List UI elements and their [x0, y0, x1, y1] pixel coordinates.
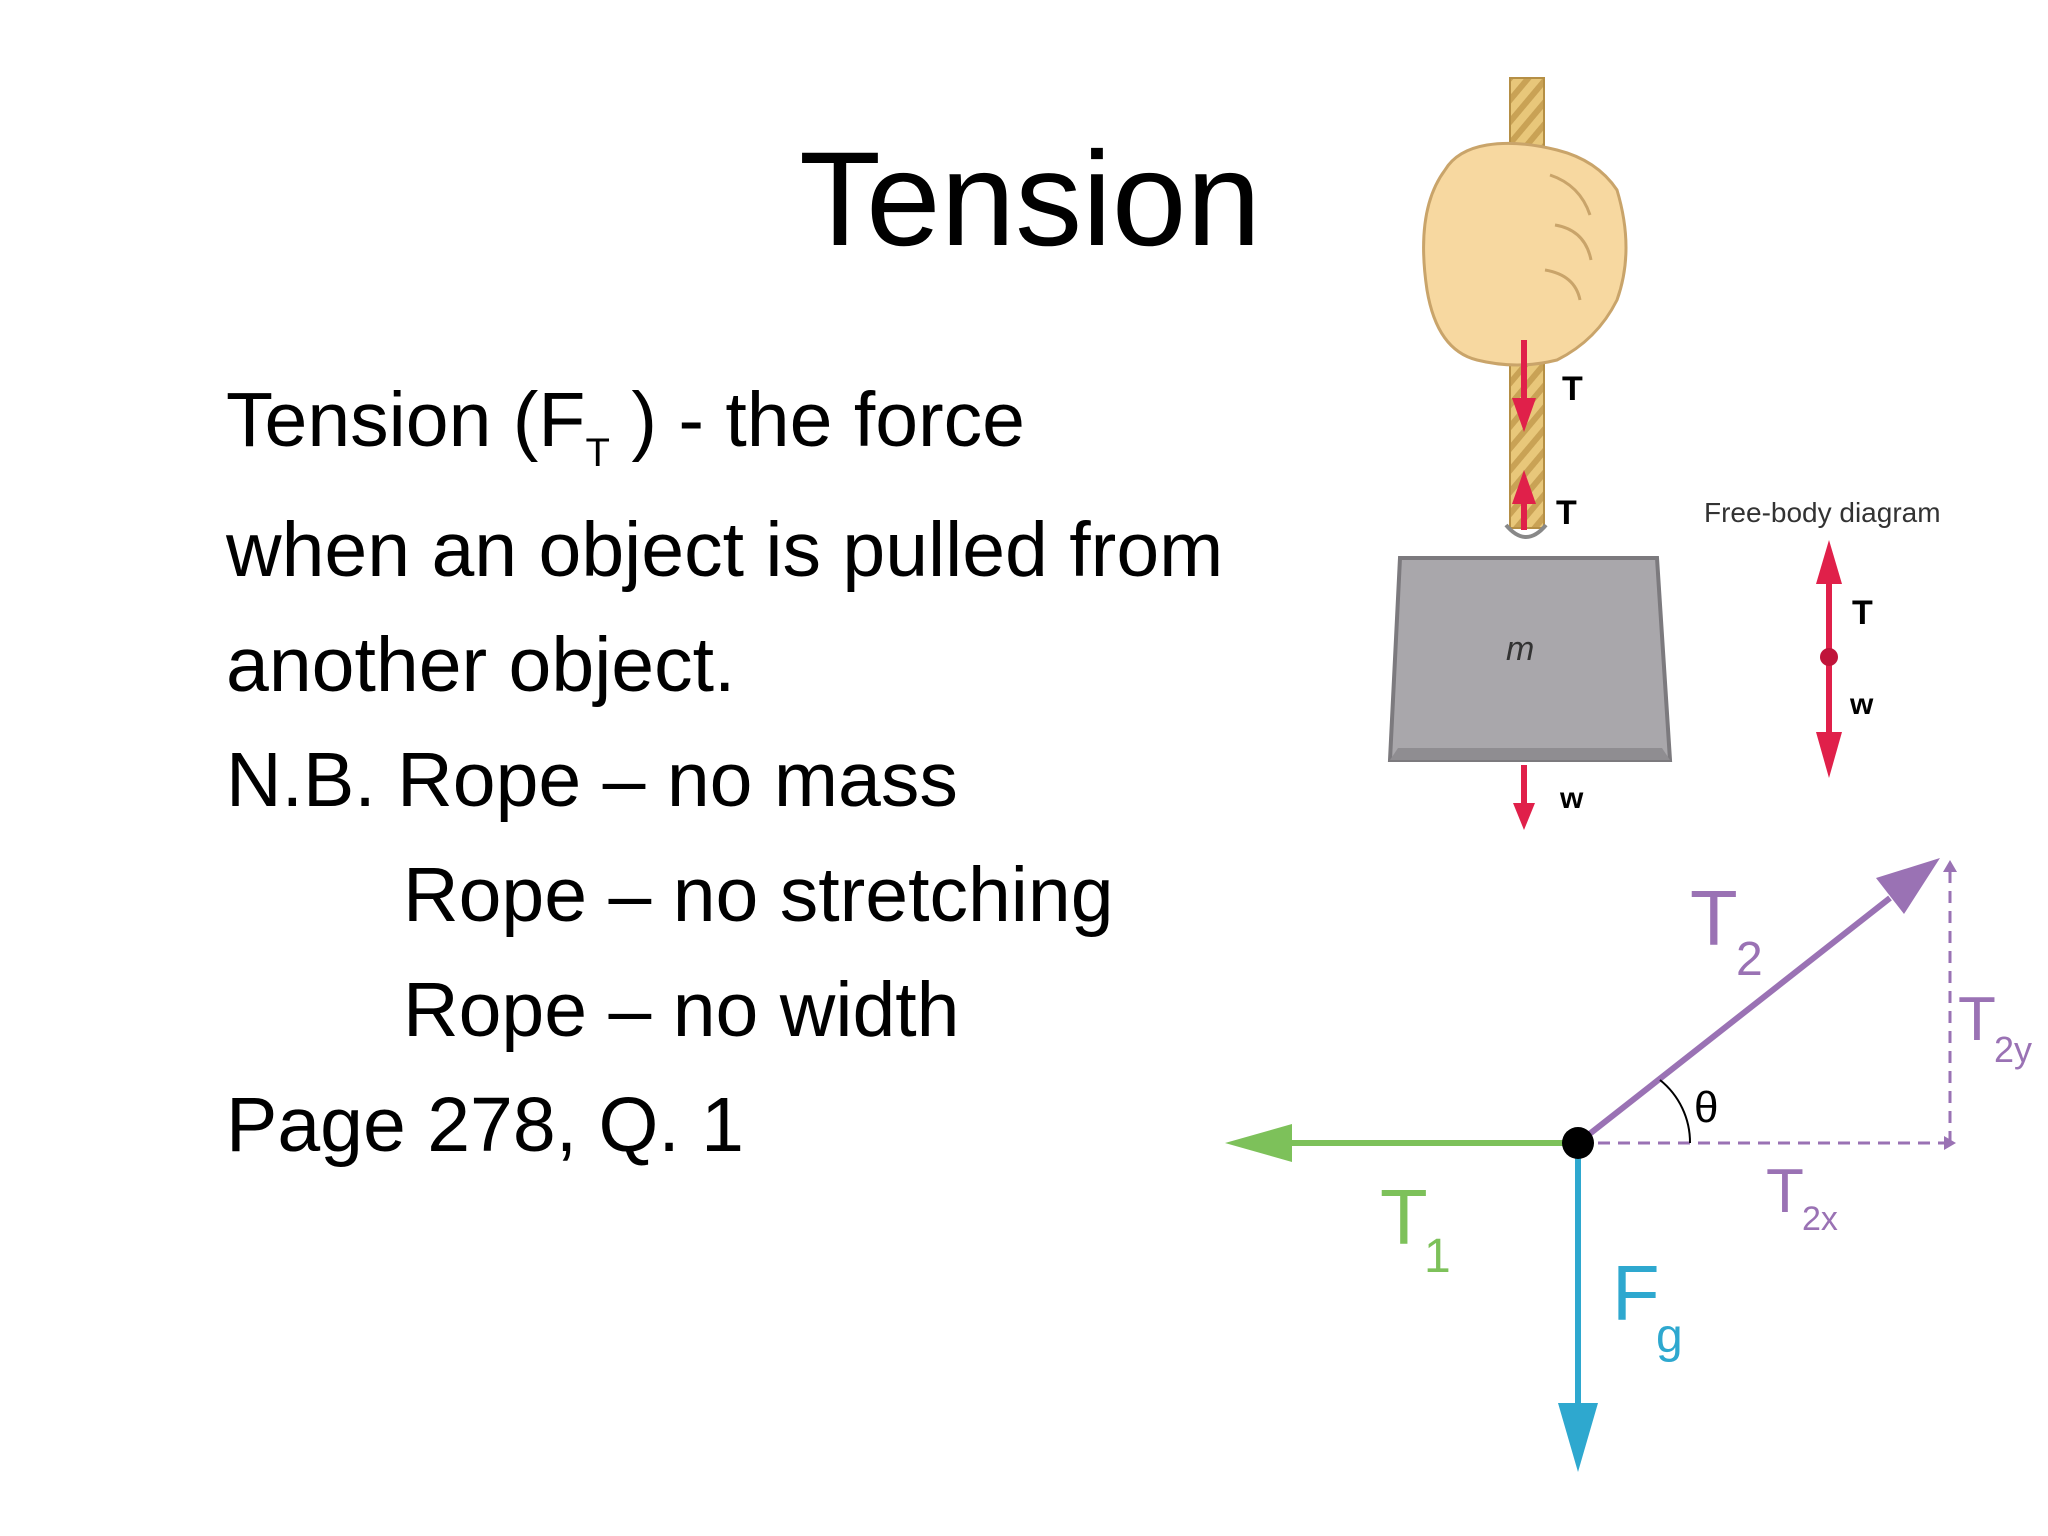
note-no-width: Rope – no width [403, 967, 960, 1053]
definition-subscript: T [585, 431, 610, 475]
fg-arrowhead [1558, 1403, 1598, 1472]
definition-line: Tension (FT ) - the force [226, 375, 1025, 498]
svg-text:T: T [1380, 1173, 1428, 1261]
svg-text:T: T [1958, 985, 1996, 1054]
fbd-tension-label: T [1852, 594, 1873, 632]
t2-vector [1576, 895, 1892, 1146]
fbd-weight-arrowhead [1816, 732, 1842, 778]
t2-arrowhead [1876, 858, 1940, 914]
definition-prefix: Tension (F [226, 377, 586, 463]
free-body-diagram: Free-body diagram T w [1704, 497, 1941, 778]
svg-text:2y: 2y [1994, 1029, 2032, 1070]
svg-text:T: T [1766, 1157, 1804, 1226]
svg-text:F: F [1612, 1249, 1660, 1337]
t2y-label: T 2y [1958, 985, 2032, 1070]
hand-icon [1422, 141, 1628, 367]
angle-arc [1659, 1079, 1692, 1144]
svg-text:2: 2 [1736, 933, 1763, 986]
t2x-label: T 2x [1766, 1157, 1838, 1238]
tension-label-upper: T [1562, 370, 1583, 408]
mass-block-shadow [1390, 748, 1670, 760]
t2-label: T 2 [1690, 874, 1763, 986]
hook-icon [1504, 523, 1548, 539]
definition-suffix: ) - the force [609, 377, 1025, 463]
fbd-point [1820, 648, 1838, 666]
mass-label: m [1506, 630, 1534, 668]
angle-theta-label: θ [1694, 1083, 1718, 1132]
note-no-mass: N.B. Rope – no mass [226, 737, 958, 823]
tension-arrow-down [1512, 340, 1536, 432]
tension-label-lower: T [1556, 494, 1577, 532]
fg-label: F g [1612, 1249, 1683, 1363]
svg-text:g: g [1656, 1310, 1683, 1363]
hanging-mass-illustration: T T m w [1387, 77, 1673, 830]
svg-text:1: 1 [1424, 1230, 1451, 1283]
weight-label: w [1559, 782, 1584, 815]
svg-text:2x: 2x [1802, 1200, 1838, 1238]
weight-arrow [1513, 765, 1535, 830]
tension-arrow-up [1512, 470, 1536, 530]
junction-point [1562, 1127, 1594, 1159]
fbd-weight-label: w [1849, 688, 1874, 721]
free-body-title: Free-body diagram [1704, 497, 1941, 528]
body-line-pulled: when an object is pulled from [226, 507, 1224, 593]
t1-label: T 1 [1380, 1173, 1451, 1283]
note-no-stretching: Rope – no stretching [403, 852, 1114, 938]
svg-text:T: T [1690, 874, 1738, 962]
body-line-another-object: another object. [226, 622, 736, 708]
t1-arrowhead [1225, 1124, 1292, 1162]
page-reference: Page 278, Q. 1 [226, 1082, 744, 1168]
slide-title: Tension [799, 125, 1261, 274]
t2y-arrowhead [1943, 860, 1957, 872]
fbd-tension-arrowhead [1816, 540, 1842, 584]
vector-resolution-diagram: T 2 T 2y T 2x T 1 F g θ [1225, 858, 2032, 1472]
